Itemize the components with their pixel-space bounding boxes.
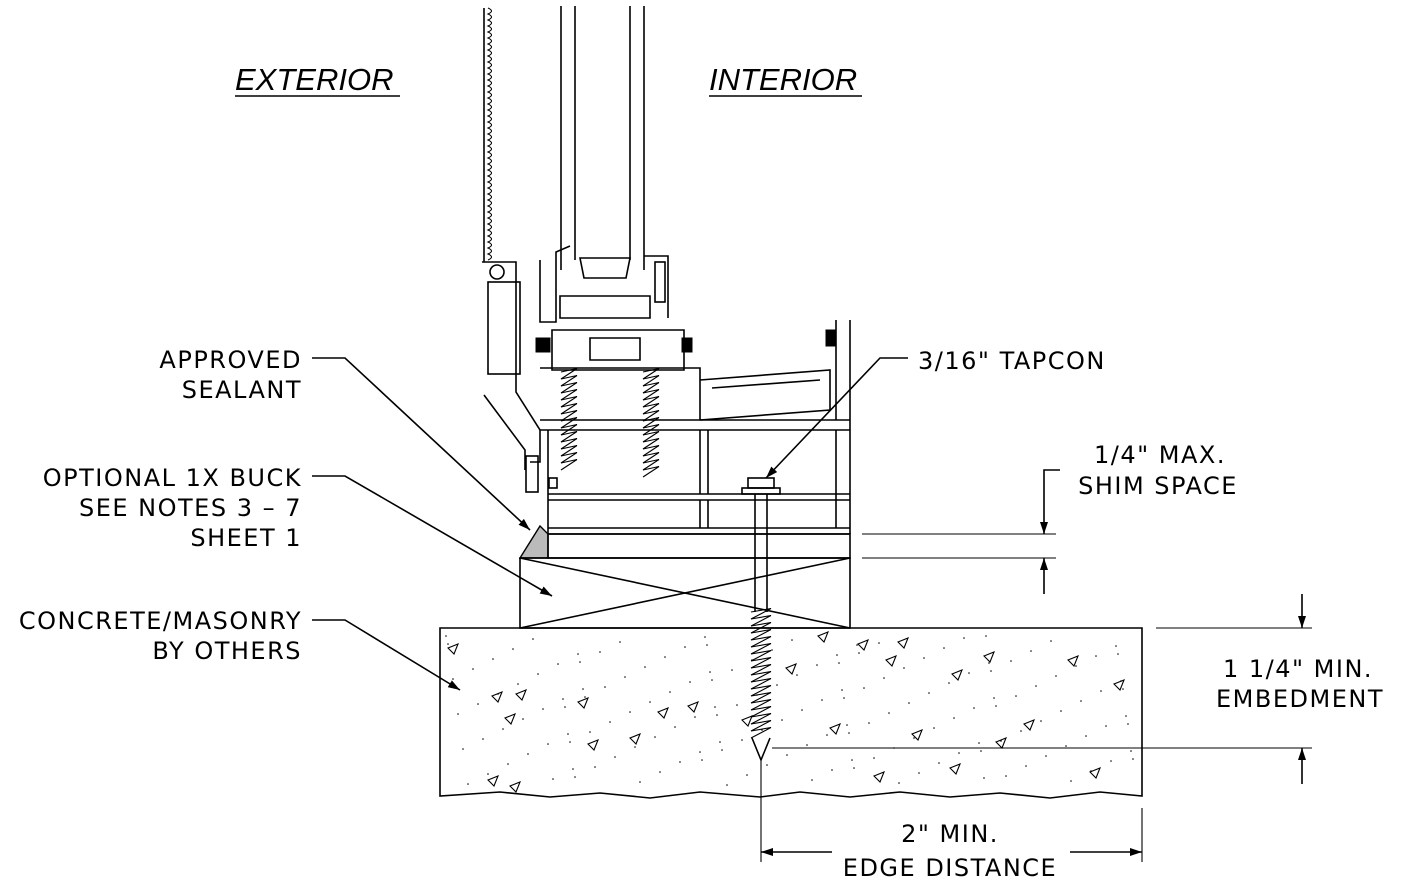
window-frame bbox=[482, 245, 851, 535]
frame-screws bbox=[560, 367, 660, 478]
buck-label-line1: OPTIONAL 1X BUCK bbox=[43, 464, 302, 492]
buck-label-line3: SHEET 1 bbox=[190, 524, 302, 552]
interior-title: INTERIOR bbox=[709, 62, 862, 97]
tapcon-anchor bbox=[741, 477, 781, 763]
embedment-dim-line2: EMBEDMENT bbox=[1216, 685, 1384, 713]
sealant-label-line1: APPROVED bbox=[159, 346, 302, 374]
concrete-slab bbox=[439, 627, 1143, 799]
concrete-label-line2: BY OTHERS bbox=[152, 637, 302, 665]
shim-dimension: 1/4" MAX. SHIM SPACE bbox=[862, 441, 1238, 594]
edge-dim-line1: 2" MIN. bbox=[901, 820, 999, 848]
exterior-wall-edge bbox=[483, 7, 493, 262]
sealant-bead bbox=[518, 524, 549, 559]
shim-dim-line2: SHIM SPACE bbox=[1078, 472, 1238, 500]
svg-text:EXTERIOR: EXTERIOR bbox=[235, 62, 393, 97]
edge-dim-line2: EDGE DISTANCE bbox=[843, 854, 1057, 882]
shim bbox=[547, 533, 851, 559]
tapcon-label: 3/16" TAPCON bbox=[918, 347, 1106, 375]
buck-label-line2: SEE NOTES 3 – 7 bbox=[79, 494, 302, 522]
shim-dim-line1: 1/4" MAX. bbox=[1094, 441, 1226, 469]
svg-text:INTERIOR: INTERIOR bbox=[709, 62, 857, 97]
edge-distance-dimension: 2" MIN. EDGE DISTANCE bbox=[760, 760, 1143, 882]
glass-panes bbox=[560, 6, 645, 270]
embedment-dim-line1: 1 1/4" MIN. bbox=[1223, 655, 1373, 683]
exterior-title: EXTERIOR bbox=[235, 62, 400, 97]
embedment-dimension: 1 1/4" MIN. EMBEDMENT bbox=[772, 594, 1384, 784]
concrete-label-line1: CONCRETE/MASONRY bbox=[19, 607, 302, 635]
wood-buck bbox=[519, 557, 851, 629]
sealant-label-line2: SEALANT bbox=[182, 376, 302, 404]
leader-lines bbox=[312, 357, 908, 691]
